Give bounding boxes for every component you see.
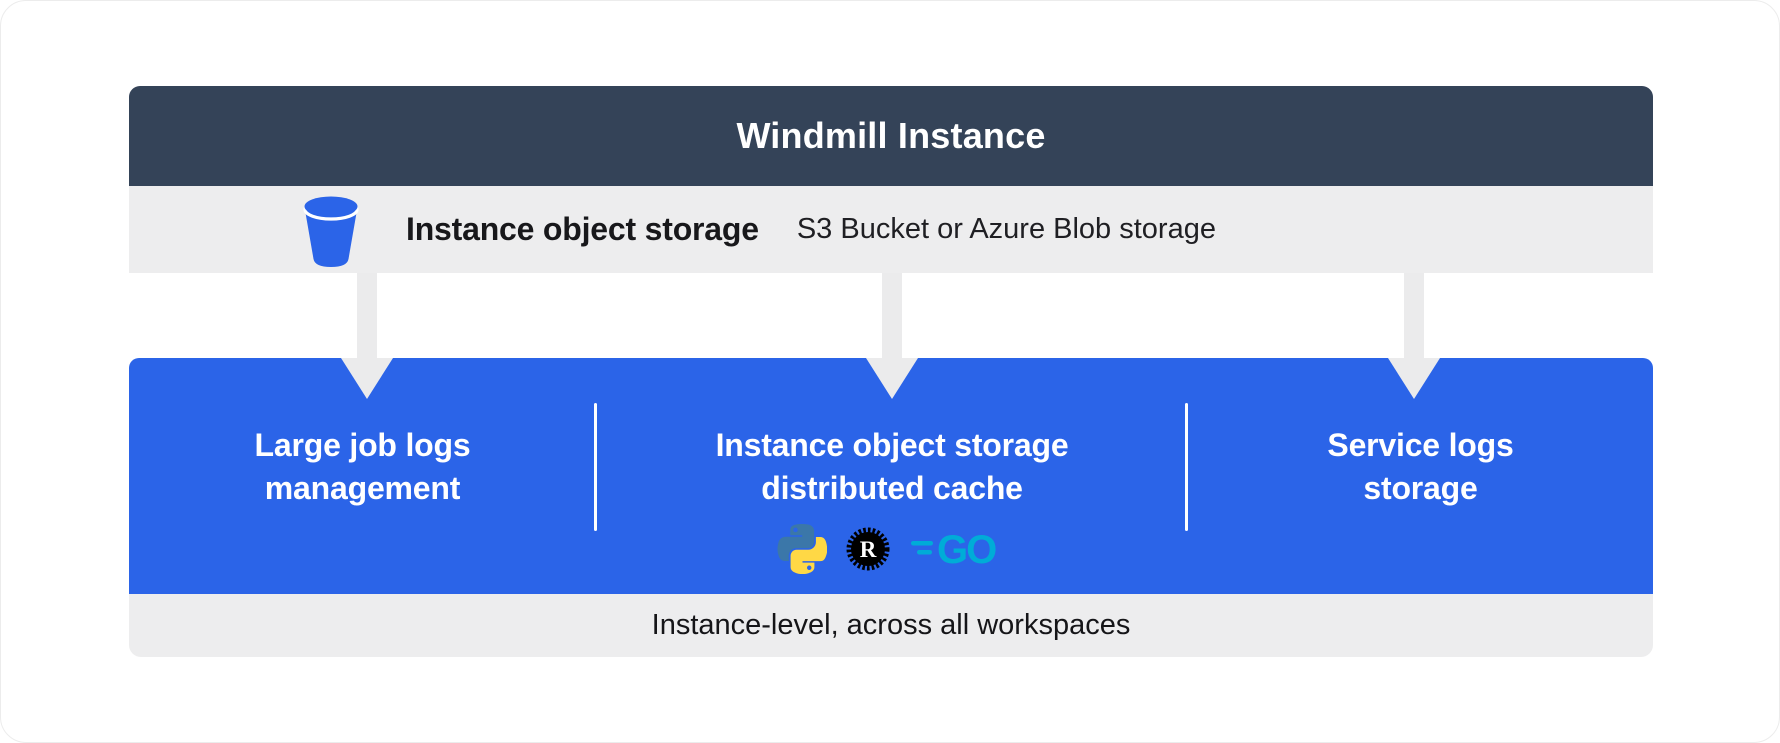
svg-text:GO: GO <box>937 529 996 569</box>
object-storage-title: Instance object storage <box>406 211 759 247</box>
windmill-instance-header: Windmill Instance <box>129 86 1653 186</box>
object-storage-subtitle: S3 Bucket or Azure Blob storage <box>796 213 1216 245</box>
arrow-shaft-middle <box>882 273 902 358</box>
section-service-logs: Service logs storage <box>1188 358 1653 594</box>
arrow-shaft-right <box>1404 273 1424 358</box>
arrow-shaft-left <box>357 273 377 358</box>
rust-icon: R <box>844 525 892 573</box>
page-title: Windmill Instance <box>736 115 1046 156</box>
section-divider-left <box>594 403 597 531</box>
section-label-line: distributed cache <box>761 470 1023 506</box>
go-icon: GO <box>909 529 1007 569</box>
section-label-line: Large job logs <box>254 427 471 463</box>
instance-level-footer: Instance-level, across all workspaces <box>129 594 1653 657</box>
svg-text:R: R <box>860 537 877 562</box>
instance-object-storage-row: Instance object storage S3 Bucket or Azu… <box>129 186 1653 273</box>
python-icon <box>777 524 827 574</box>
bucket-icon <box>303 196 359 267</box>
connector-area <box>129 273 1653 358</box>
section-label-line: management <box>264 470 461 506</box>
section-label-line: storage <box>1363 470 1478 506</box>
language-icons-row: R GO <box>596 523 1188 575</box>
section-label-line: Instance object storage <box>715 427 1069 463</box>
section-distributed-cache: Instance object storage distributed cach… <box>596 358 1188 594</box>
section-divider-right <box>1185 403 1188 531</box>
storage-features-box: Large job logs management Instance objec… <box>129 358 1653 594</box>
windmill-architecture-diagram: Windmill Instance Instance object storag… <box>129 86 1653 657</box>
section-label-line: Service logs <box>1327 427 1514 463</box>
footer-label: Instance-level, across all workspaces <box>651 609 1131 641</box>
section-large-job-logs: Large job logs management <box>129 358 596 594</box>
